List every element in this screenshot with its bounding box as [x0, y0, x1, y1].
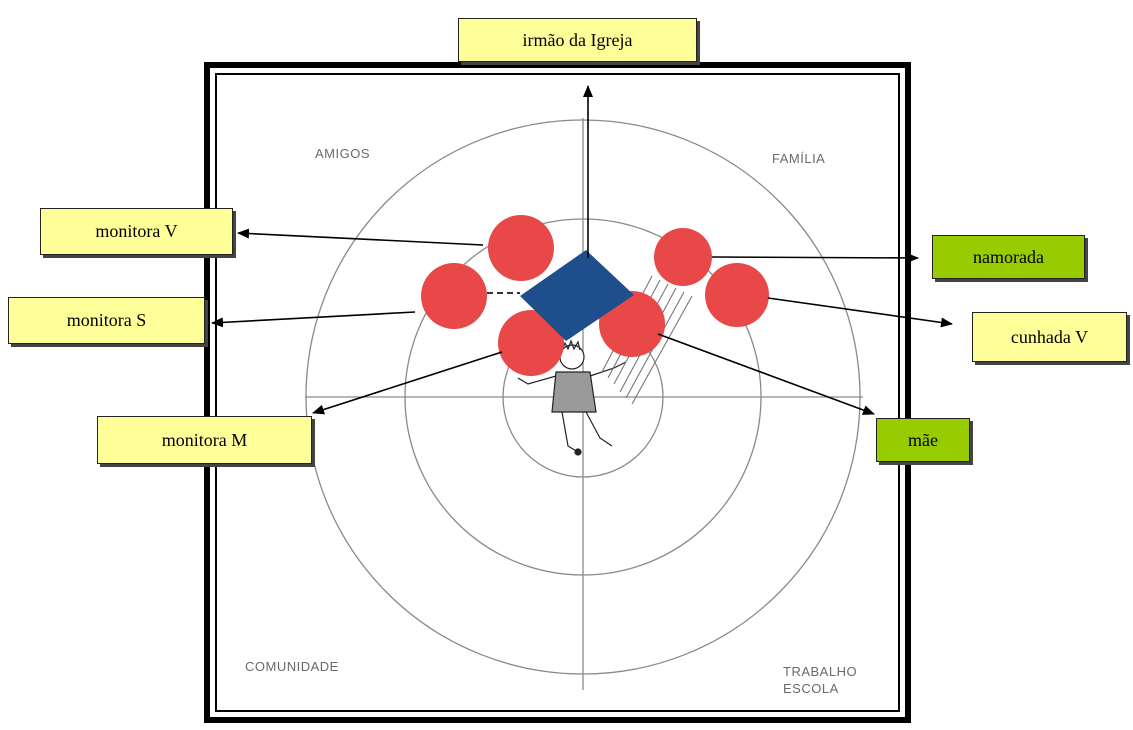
arrow-monitora-m: [312, 351, 503, 415]
callout-monitora-m: monitora M: [97, 416, 312, 464]
child-left-arm: [517, 375, 557, 385]
quadrant-label-trabalho: TRABALHO: [783, 664, 857, 679]
callout-namorada: namorada: [932, 235, 1085, 279]
frame-outer: [204, 62, 911, 723]
arrow-monitora-s: [211, 311, 416, 328]
callout-cunhada-v: cunhada V: [972, 312, 1127, 362]
callout-monitora-v: monitora V: [40, 208, 233, 255]
child-right-leg: [585, 411, 613, 447]
arrow-monitora-v: [237, 228, 484, 246]
quadrant-label-amigos: AMIGOS: [315, 146, 370, 161]
child-left-leg: [561, 411, 579, 453]
child-torso: [551, 371, 597, 413]
child-foot: [574, 448, 582, 456]
child-hair: [561, 339, 581, 351]
person-cunhada-v: [705, 263, 769, 327]
callout-irmao-da-igreja: irmão da Igreja: [458, 18, 697, 62]
child-figure: [517, 339, 627, 456]
quadrant-label-escola: ESCOLA: [783, 681, 839, 696]
quadrant-label-familia: FAMÍLIA: [772, 151, 825, 166]
frame-inner: [215, 73, 900, 712]
child-right-arm: [589, 361, 627, 377]
quadrant-label-comunidade: COMUNIDADE: [245, 659, 339, 674]
callout-arrows: [211, 85, 953, 415]
person-monitora-s: [421, 263, 487, 329]
arrow-mae: [657, 333, 875, 415]
callout-monitora-s: monitora S: [8, 297, 205, 344]
child-head: [559, 344, 585, 370]
arrow-namorada: [711, 252, 919, 263]
square-irmao-da-igreja: [520, 250, 634, 341]
callout-mae: mãe: [876, 418, 970, 462]
arrow-cunhada-v: [767, 297, 953, 328]
person-monitora-m: [498, 310, 564, 376]
person-namorada: [654, 228, 712, 286]
person-monitora-v: [488, 215, 554, 281]
